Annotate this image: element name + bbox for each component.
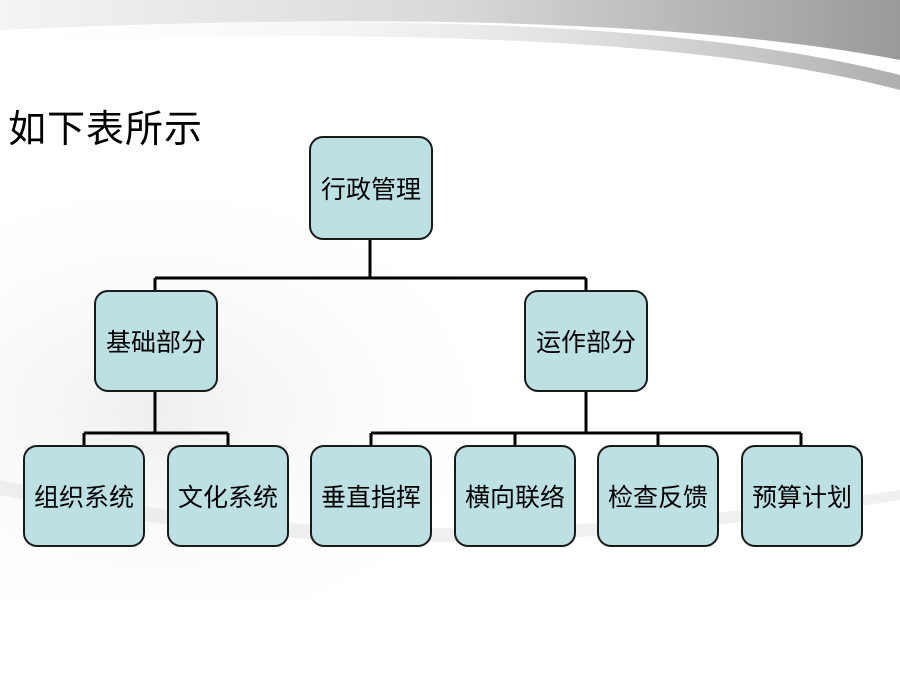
- org-node-horizontal-liaison: 横向联络: [454, 445, 576, 547]
- org-node-operation: 运作部分: [524, 290, 648, 392]
- slide-title: 如下表所示: [8, 107, 204, 151]
- org-node-organization-system: 组织系统: [23, 445, 145, 547]
- org-node-basic: 基础部分: [94, 290, 218, 392]
- org-node-budget-plan: 预算计划: [741, 445, 863, 547]
- org-node-root: 行政管理: [309, 136, 433, 240]
- org-node-vertical-command: 垂直指挥: [310, 445, 432, 547]
- org-node-culture-system: 文化系统: [167, 445, 289, 547]
- org-node-inspection-feedback: 检查反馈: [597, 445, 719, 547]
